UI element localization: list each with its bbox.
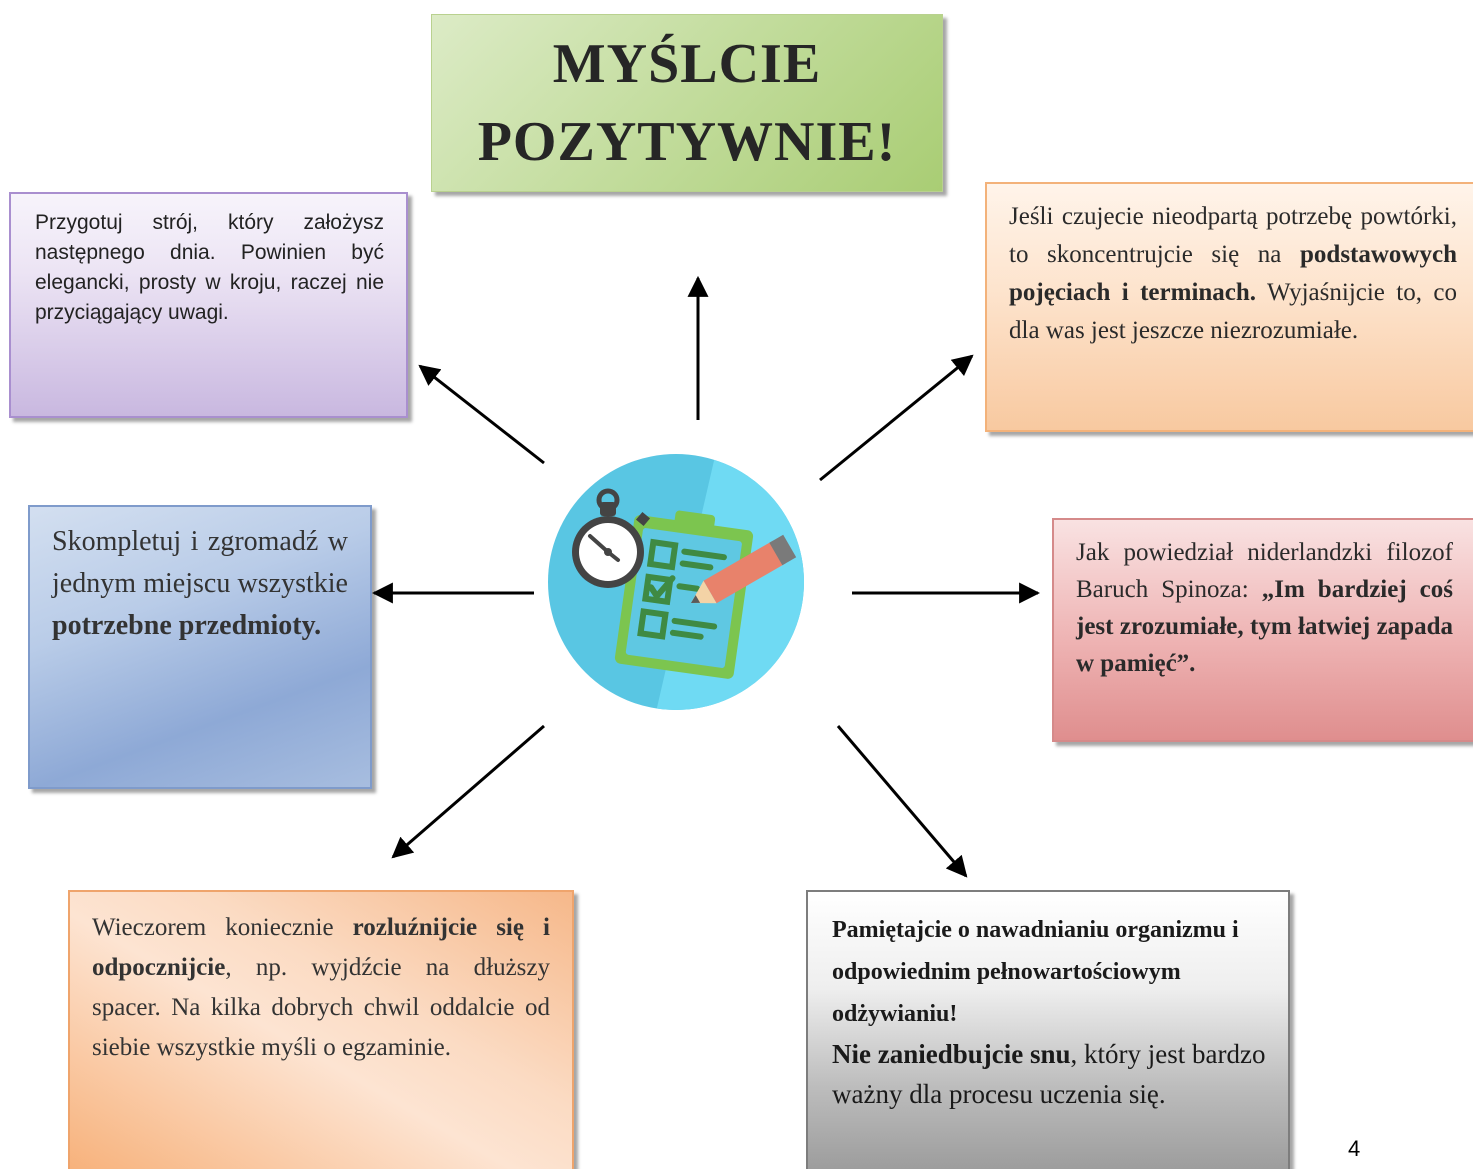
tip-health-text: Pamiętajcie o nawadnianiu organizmu i od… [832, 908, 1270, 1114]
tip-box-spinoza: Jak powiedział niderlandzki filozof Baru… [1052, 518, 1473, 742]
tip-box-clothes: Przygotuj strój, który założysz następne… [9, 192, 408, 418]
title-box: MYŚLCIE POZYTYWNIE! [431, 14, 943, 192]
tip-health-bold-1: Pamiętajcie o nawadnianiu organizmu i od… [832, 917, 1239, 1027]
arrow-up-left [418, 364, 545, 465]
tip-review-text-1: Jeśli czujecie nieodpartą potrzebę powtó… [1009, 203, 1457, 268]
page-title: MYŚLCIE POZYTYWNIE! [478, 25, 897, 181]
tip-items-text-1: Skompletuj i zgromadź w jednym miejscu w… [52, 526, 348, 599]
arrow-down-left [391, 724, 545, 859]
tip-clothes-text: Przygotuj strój, który założysz następne… [35, 211, 384, 324]
tip-spinoza-quote: „Im bardziej coś jest zrozumiałe, tym ła… [1076, 576, 1453, 677]
tip-box-health: Pamiętajcie o nawadnianiu organizmu i od… [806, 890, 1290, 1169]
tip-relax-bold: rozluźnijcie się i odpocznijcie [92, 914, 550, 981]
tip-relax-text-2: , np. wyjdźcie na dłuższy spacer. Na kil… [92, 954, 550, 1061]
title-line-2: POZYTYWNIE! [477, 111, 897, 173]
tip-items-bold: potrzebne przedmioty. [52, 610, 322, 641]
tip-box-relax: Wieczorem koniecznie rozluźnijcie się i … [68, 890, 574, 1169]
page-number: 4 [1348, 1136, 1361, 1161]
tip-box-items: Skompletuj i zgromadź w jednym miejscu w… [28, 505, 372, 789]
tip-review-bold: podstawowych pojęciach i terminach. [1009, 241, 1457, 306]
tip-box-review: Jeśli czujecie nieodpartą potrzebę powtó… [985, 182, 1473, 432]
tip-health-bold-2: Nie zaniedbujcie snu [832, 1039, 1071, 1069]
tip-relax-text: Wieczorem koniecznie rozluźnijcie się i … [92, 908, 550, 1068]
tip-health-text-1: , który jest bardzo ważny dla procesu uc… [832, 1039, 1266, 1109]
arrow-up-right [819, 354, 974, 482]
tip-spinoza-text-1: Jak powiedział niderlandzki filozof Baru… [1076, 539, 1453, 603]
tip-review-text-2: Wyjaśnijcie to, co dla was jest jeszcze … [1009, 279, 1457, 344]
tip-spinoza-text: Jak powiedział niderlandzki filozof Baru… [1076, 534, 1453, 682]
stopwatch-checklist-pencil-icon [548, 454, 804, 710]
title-line-1: MYŚLCIE [552, 33, 822, 95]
tip-items-text: Skompletuj i zgromadź w jednym miejscu w… [52, 521, 348, 647]
tip-review-text: Jeśli czujecie nieodpartą potrzebę powtó… [1009, 198, 1457, 350]
tip-relax-text-1: Wieczorem koniecznie [92, 914, 353, 941]
arrow-down-right [836, 725, 968, 878]
